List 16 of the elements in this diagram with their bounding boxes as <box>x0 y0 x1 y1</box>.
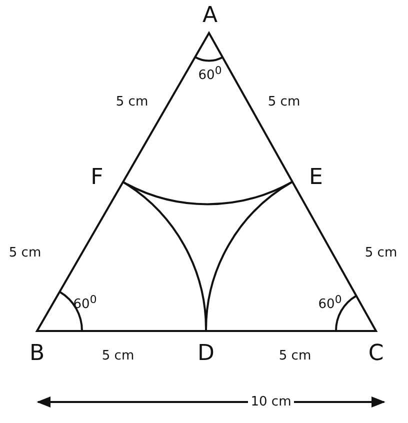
length-label: 5 cm <box>364 246 398 260</box>
angle-label: 60$^{0}$ <box>73 294 97 312</box>
vertex-label: D <box>198 343 214 365</box>
vertex-label: C <box>368 343 384 365</box>
length-label: 5 cm <box>278 350 312 362</box>
length-label: 5 cm <box>268 96 300 108</box>
vertex-label: F <box>90 167 104 189</box>
dimension-label: 10 cm <box>250 396 292 408</box>
vertex-label: E <box>309 167 323 189</box>
vertex-label: B <box>29 343 45 365</box>
angle-label: 60$^{0}$ <box>318 294 342 312</box>
length-label: 5 cm <box>102 350 134 362</box>
length-label: 5 cm <box>8 246 42 260</box>
length-label: 5 cm <box>116 96 148 108</box>
vertex-label: A <box>202 5 218 27</box>
angle-label: 60$^{0}$ <box>198 66 222 82</box>
